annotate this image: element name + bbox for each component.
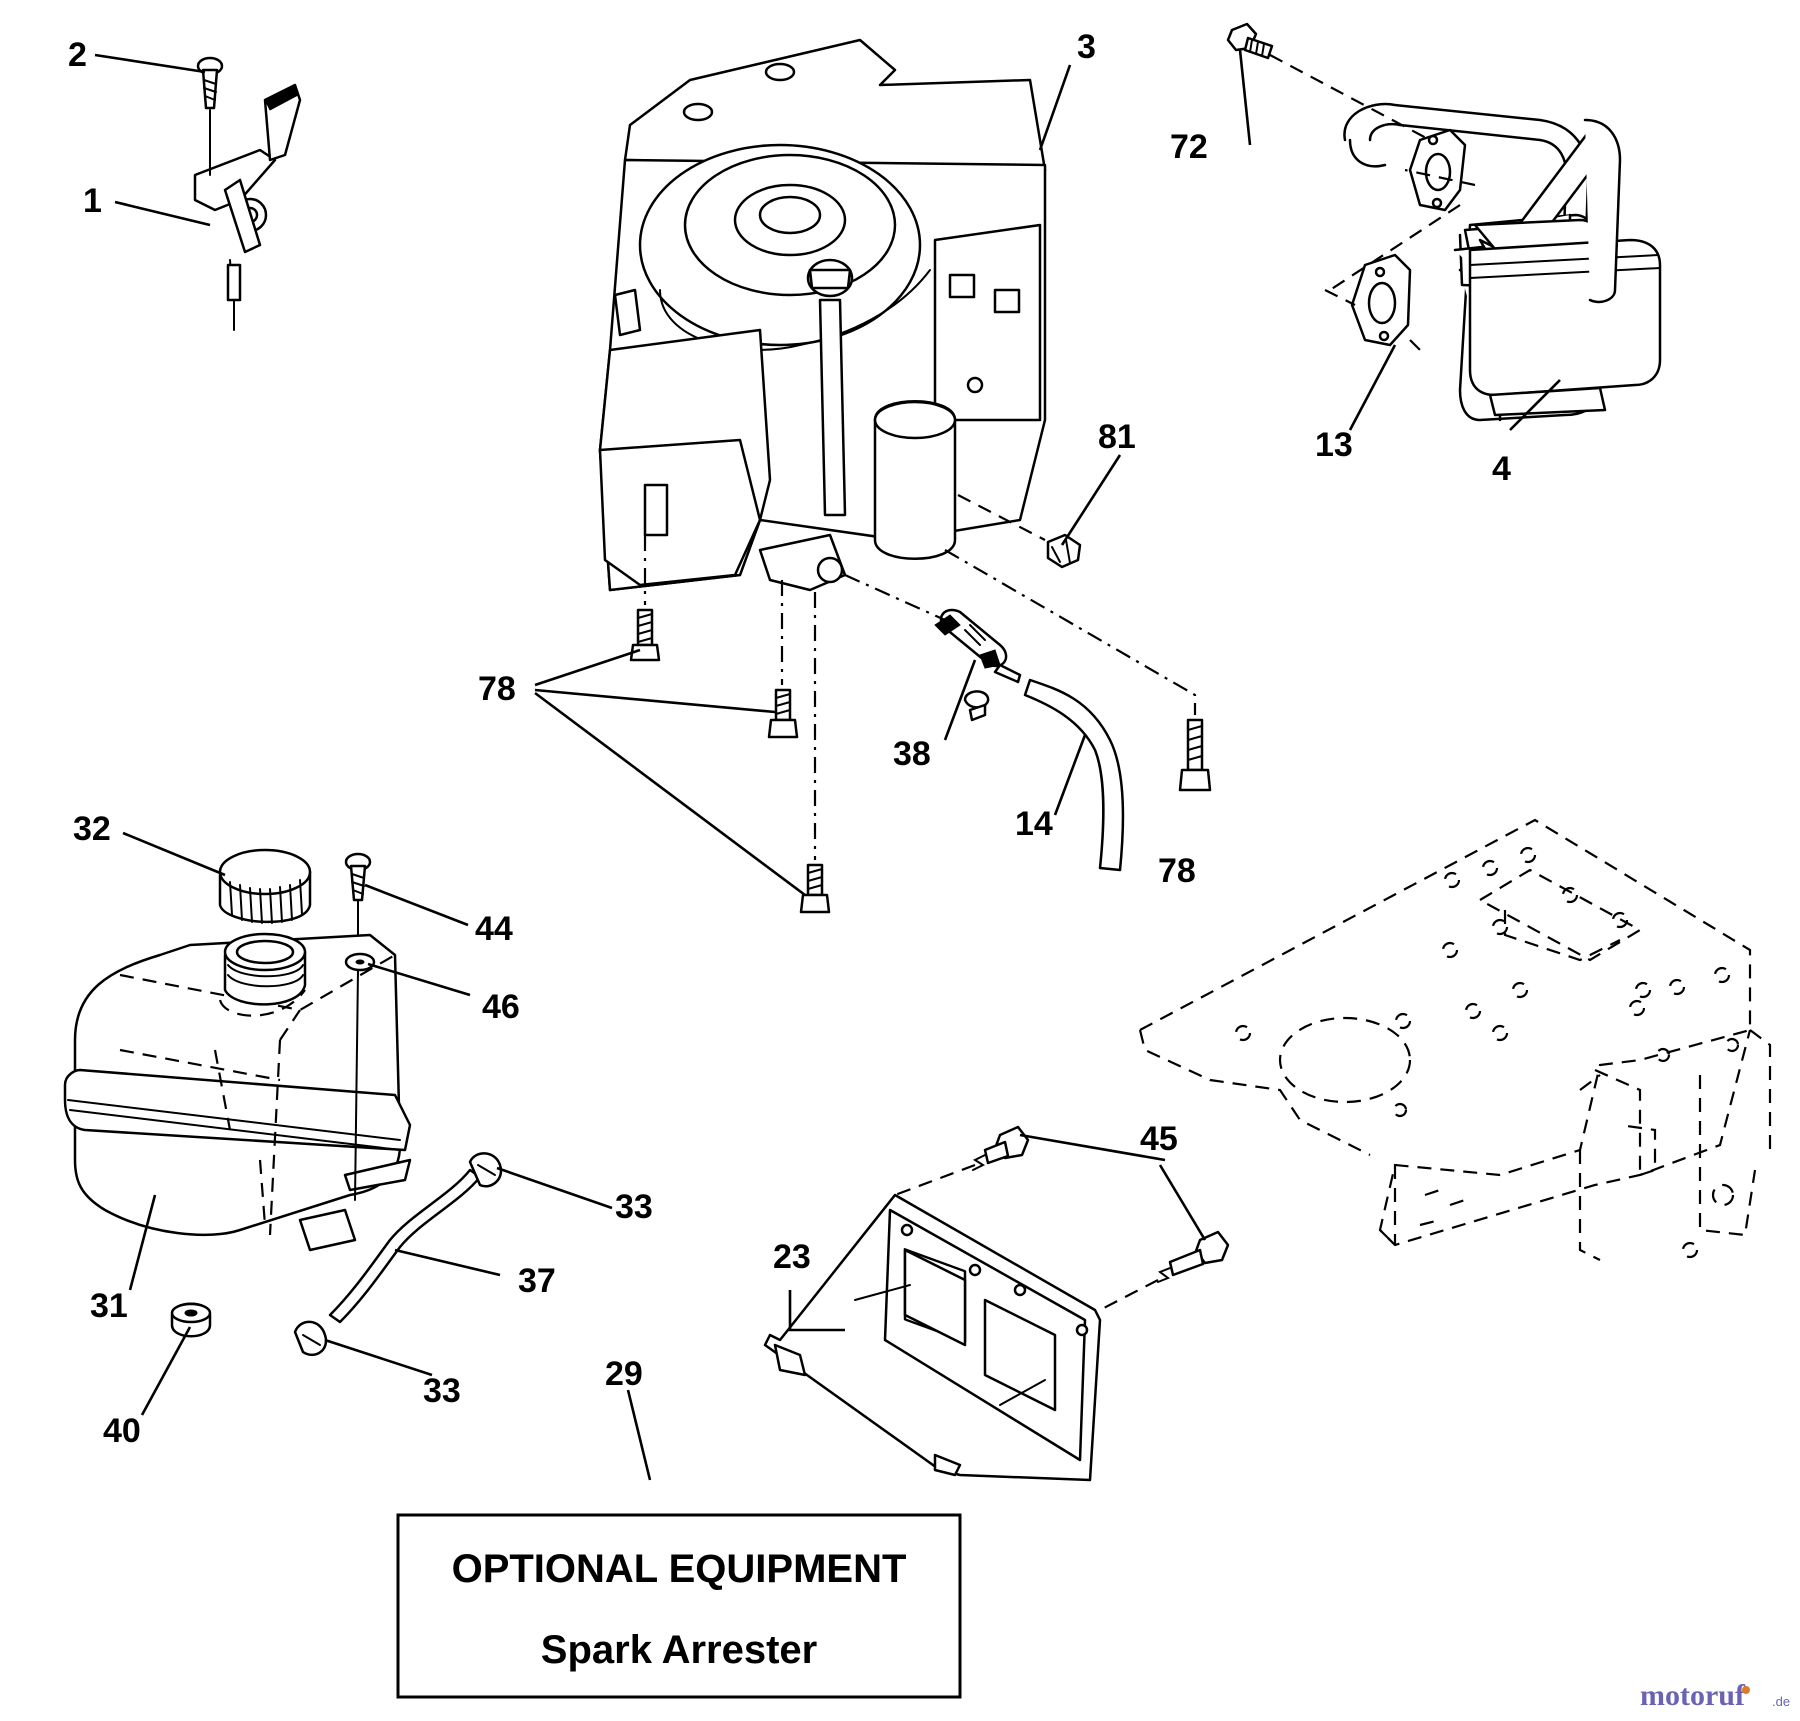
callout-1: 1: [83, 182, 102, 220]
hose-clamp-part-33-b: [293, 1320, 328, 1357]
callout-13: 13: [1315, 426, 1353, 464]
bolt-part-78-a: [629, 608, 661, 662]
callout-45: 45: [1140, 1120, 1178, 1158]
watermark-brand: motoruf: [1640, 1679, 1746, 1712]
callout-32: 32: [73, 810, 111, 848]
leader-lines: [94, 49, 1561, 1481]
callout-33-upper: 33: [615, 1188, 653, 1226]
callout-2: 2: [68, 36, 87, 74]
hose-clamp-part-33-a: [468, 1152, 503, 1188]
bolt-part-78-c: [799, 863, 831, 914]
optional-equipment-subtitle: Spark Arrester: [541, 1628, 817, 1672]
optional-equipment-title: OPTIONAL EQUIPMENT: [452, 1547, 907, 1591]
callout-46: 46: [482, 988, 520, 1026]
callout-78-left: 78: [478, 670, 516, 708]
watermark-dot-icon: [1742, 1686, 1750, 1694]
callout-81: 81: [1098, 418, 1136, 456]
fuel-cap-part-32: [218, 848, 312, 924]
mower-frame: [1138, 818, 1772, 1261]
assembly-line-45b: [1099, 1279, 1159, 1311]
assembly-line-45a: [894, 1163, 976, 1197]
gasket-part-13: [1350, 253, 1412, 347]
fuel-filter-part-38: [934, 608, 1022, 722]
fuel-tank-part-31: [63, 932, 412, 1252]
callout-38: 38: [893, 735, 931, 773]
callout-44: 44: [475, 910, 513, 948]
callout-40: 40: [103, 1412, 141, 1450]
callout-14: 14: [1015, 805, 1053, 843]
engine-part-3: [598, 38, 1047, 592]
callout-labels: 1 2 3 72 13 4 81 78 38 14 78 32 44 46 33…: [68, 28, 1511, 1450]
screw-part-45-a: [972, 1125, 1030, 1171]
bolt-part-78-b: [767, 688, 799, 739]
nut-part-81: [1046, 533, 1082, 569]
callout-3: 3: [1077, 28, 1096, 66]
callout-23: 23: [773, 1238, 811, 1276]
callout-37: 37: [518, 1262, 556, 1300]
washer-part-46: [344, 952, 376, 1201]
spark-arrester-part-23: [763, 1193, 1102, 1482]
callout-33-lower: 33: [423, 1372, 461, 1410]
muffler-body: [1468, 118, 1662, 417]
watermark-tld: .de: [1772, 1694, 1790, 1709]
gasket-upper: [1408, 128, 1467, 212]
fuel-hose-part-37: [328, 1168, 482, 1324]
screw-part-45-b: [1157, 1230, 1230, 1283]
callout-29: 29: [605, 1355, 643, 1393]
fuel-line-part-14: [1023, 678, 1125, 872]
callout-4: 4: [1492, 450, 1511, 488]
grommet-part-40: [170, 1302, 212, 1338]
bolt-part-78-d: [1178, 718, 1212, 792]
bolt-part-72: [1226, 22, 1274, 60]
screw-part-44: [344, 852, 372, 936]
throttle-control-part-1: [193, 83, 302, 331]
screw-part-2: [196, 56, 224, 176]
callout-31: 31: [90, 1287, 128, 1325]
callout-72: 72: [1170, 128, 1208, 166]
assembly-lines: [643, 54, 1476, 860]
callout-78-right: 78: [1158, 852, 1196, 890]
optional-equipment-box: OPTIONAL EQUIPMENT Spark Arrester: [396, 1513, 962, 1699]
motoruf-watermark: motoruf .de: [1640, 1679, 1790, 1712]
